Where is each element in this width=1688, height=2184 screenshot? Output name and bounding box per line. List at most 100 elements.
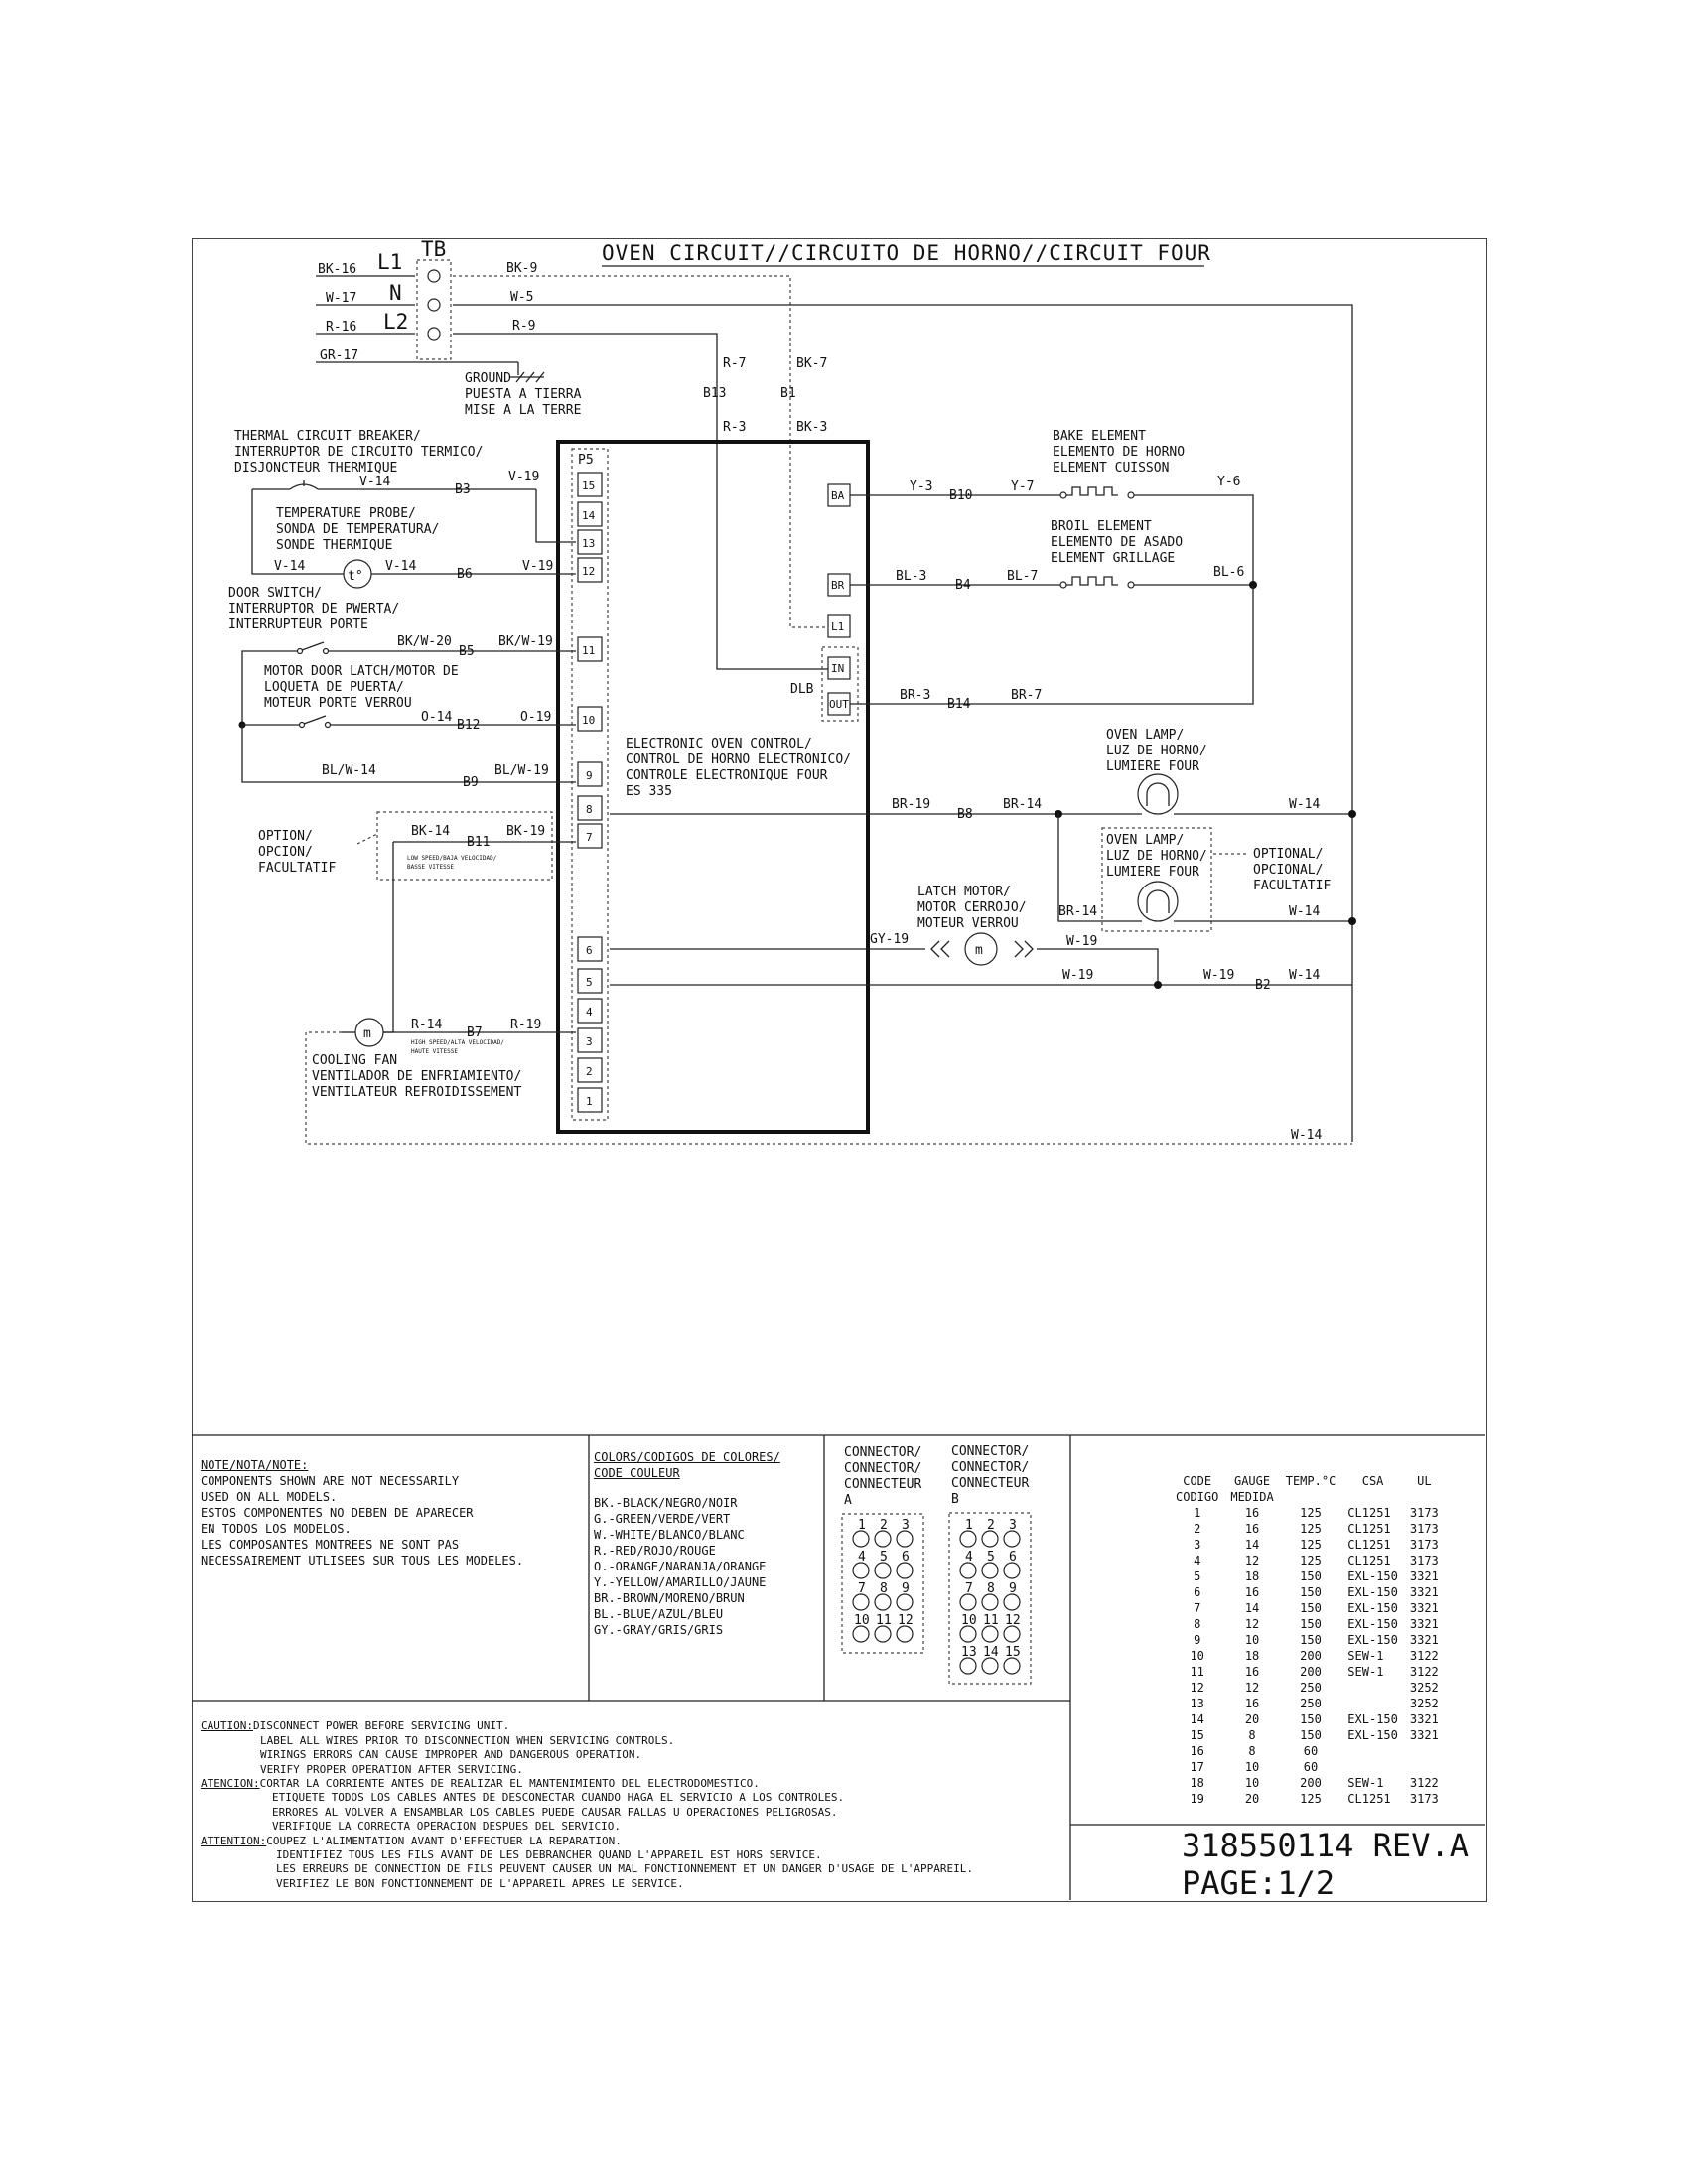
connector-pin-label: 4 xyxy=(965,1550,973,1565)
p5-pin-label: 5 xyxy=(586,976,593,989)
wire-bk9: BK-9 xyxy=(506,261,537,276)
latch-motor-m: m xyxy=(975,943,983,958)
table-cell: 14 xyxy=(1244,1538,1260,1552)
table-cell: SEW-1 xyxy=(1347,1649,1384,1663)
table-cell: 60 xyxy=(1303,1744,1319,1758)
table-cell: 10 xyxy=(1244,1760,1260,1774)
attention-line-2: IDENTIFIEZ TOUS LES FILS AVANT DE LES DE… xyxy=(276,1848,822,1862)
color-r: R.-RED/ROJO/ROUGE xyxy=(594,1544,716,1558)
p5-pin-box xyxy=(577,795,603,821)
oven-lamp-l1: OVEN LAMP/ xyxy=(1106,728,1184,743)
table-cell: 3173 xyxy=(1409,1522,1439,1536)
wire-r14: R-14 xyxy=(411,1018,442,1032)
opt-lamp-l3: LUMIERE FOUR xyxy=(1106,865,1199,880)
p5-pin-box xyxy=(577,1057,603,1083)
color-o: O.-ORANGE/NARANJA/ORANGE xyxy=(594,1560,767,1573)
p5-pin-label: 7 xyxy=(586,831,593,844)
connector-pin-label: 8 xyxy=(987,1581,995,1596)
col-csa: CSA xyxy=(1361,1474,1384,1488)
latch-switch-l3: MOTEUR PORTE VERROU xyxy=(264,696,412,711)
note-header: NOTE/NOTA/NOTE: xyxy=(201,1458,309,1472)
table-cell: 16 xyxy=(1244,1585,1260,1599)
colors-header-1: COLORS/CODIGOS DE COLORES/ xyxy=(594,1450,780,1464)
wire-w19b: W-19 xyxy=(1062,968,1093,983)
colors-header-2: CODE COULEUR xyxy=(594,1466,680,1480)
eoc-line1: ELECTRONIC OVEN CONTROL/ xyxy=(626,737,812,751)
broil-element-l1: BROIL ELEMENT xyxy=(1051,519,1152,534)
wire-b6: B6 xyxy=(457,567,473,582)
table-cell: 3321 xyxy=(1409,1712,1439,1726)
connector-pin-label: 7 xyxy=(858,1581,866,1596)
p5-pin-label: 13 xyxy=(582,537,595,550)
connector-pin-label: 2 xyxy=(880,1518,888,1533)
p5-pin-label: 9 xyxy=(586,769,593,782)
col-medida: MEDIDA xyxy=(1230,1490,1274,1504)
cooling-fan-l3: VENTILATEUR REFROIDISSEMENT xyxy=(312,1085,521,1100)
wire-w14c: W-14 xyxy=(1289,968,1320,983)
eoc-line2: CONTROL DE HORNO ELECTRONICO/ xyxy=(626,752,851,767)
p5-pin-label: 3 xyxy=(586,1035,593,1048)
opt-lamp-l1: OVEN LAMP/ xyxy=(1106,833,1184,848)
wire-v19a: V-19 xyxy=(508,470,539,484)
table-cell: 125 xyxy=(1300,1554,1322,1568)
ground-symbol: GROUND PUESTA A TIERRA MISE A LA TERRE xyxy=(465,362,582,418)
optional-l1: OPTIONAL/ xyxy=(1253,847,1323,862)
table-cell: 12 xyxy=(1190,1681,1204,1695)
table-cell: EXL-150 xyxy=(1347,1633,1398,1647)
wire-b13: B13 xyxy=(703,386,726,401)
electronic-oven-control: P5 ELECTRONIC OVEN CONTROL/ CONTROL DE H… xyxy=(556,440,870,1134)
temp-probe-symbol xyxy=(343,559,372,589)
caution-block: CAUTION:DISCONNECT POWER BEFORE SERVICIN… xyxy=(201,1706,973,1906)
table-cell: 18 xyxy=(1244,1649,1260,1663)
p5-pin-box xyxy=(577,501,603,527)
table-cell: 15 xyxy=(1190,1728,1204,1742)
table-cell: 3122 xyxy=(1409,1665,1439,1679)
table-cell: 3122 xyxy=(1409,1649,1439,1663)
dlb-label: DLB xyxy=(790,682,814,697)
pin-ba: BA xyxy=(831,489,845,502)
p5-pin-label: 14 xyxy=(582,509,596,522)
table-cell: 6 xyxy=(1194,1585,1201,1599)
diagram-title: OVEN CIRCUIT//CIRCUITO DE HORNO//CIRCUIT… xyxy=(602,241,1211,265)
table-cell xyxy=(1341,1743,1404,1759)
option-l2: OPCION/ xyxy=(258,845,313,860)
p5-pin-label: 12 xyxy=(582,565,595,578)
table-cell: 7 xyxy=(1194,1601,1201,1615)
wire-bk14: BK-14 xyxy=(411,824,450,839)
optional-l2: OPCIONAL/ xyxy=(1253,863,1323,878)
table-cell: CL1251 xyxy=(1347,1538,1391,1552)
table-cell: 250 xyxy=(1300,1681,1322,1695)
connector-pin-label: 6 xyxy=(1009,1550,1017,1565)
connector-pin-label: 11 xyxy=(983,1613,999,1628)
table-cell: 3173 xyxy=(1409,1538,1439,1552)
table-cell: EXL-150 xyxy=(1347,1728,1398,1742)
conn-b-l1: CONNECTOR/ xyxy=(951,1444,1029,1459)
connector-pin-label: 11 xyxy=(876,1613,892,1628)
table-cell: 16 xyxy=(1244,1697,1260,1710)
table-cell: 1 xyxy=(1194,1506,1201,1520)
color-w: W.-WHITE/BLANCO/BLANC xyxy=(594,1528,745,1542)
cooling-fan-l1: COOLING FAN xyxy=(312,1053,397,1068)
ground-fr: MISE A LA TERRE xyxy=(465,403,581,418)
connector-pin xyxy=(981,1593,999,1611)
table-cell: 3252 xyxy=(1409,1697,1439,1710)
wire-br19: BR-19 xyxy=(892,797,930,812)
connector-pin xyxy=(959,1657,977,1675)
p5-pin-label: 11 xyxy=(582,644,595,657)
color-bk: BK.-BLACK/NEGRO/NOIR xyxy=(594,1496,738,1510)
page-number: PAGE:1/2 xyxy=(1182,1864,1335,1902)
note-line-3: ESTOS COMPONENTES NO DEBEN DE APARECER xyxy=(201,1506,474,1520)
table-cell: 10 xyxy=(1244,1776,1260,1790)
colors-block: COLORS/CODIGOS DE COLORES/CODE COULEUR BK… xyxy=(594,1433,780,1654)
table-cell: 14 xyxy=(1190,1712,1204,1726)
connector-pin-label: 12 xyxy=(1005,1613,1021,1628)
wire-b7: B7 xyxy=(467,1025,483,1040)
wire-bkw20: BK/W-20 xyxy=(397,634,452,649)
wire-gr17: GR-17 xyxy=(320,348,358,363)
connector-pin xyxy=(981,1625,999,1643)
p5-pin-box xyxy=(577,823,603,849)
